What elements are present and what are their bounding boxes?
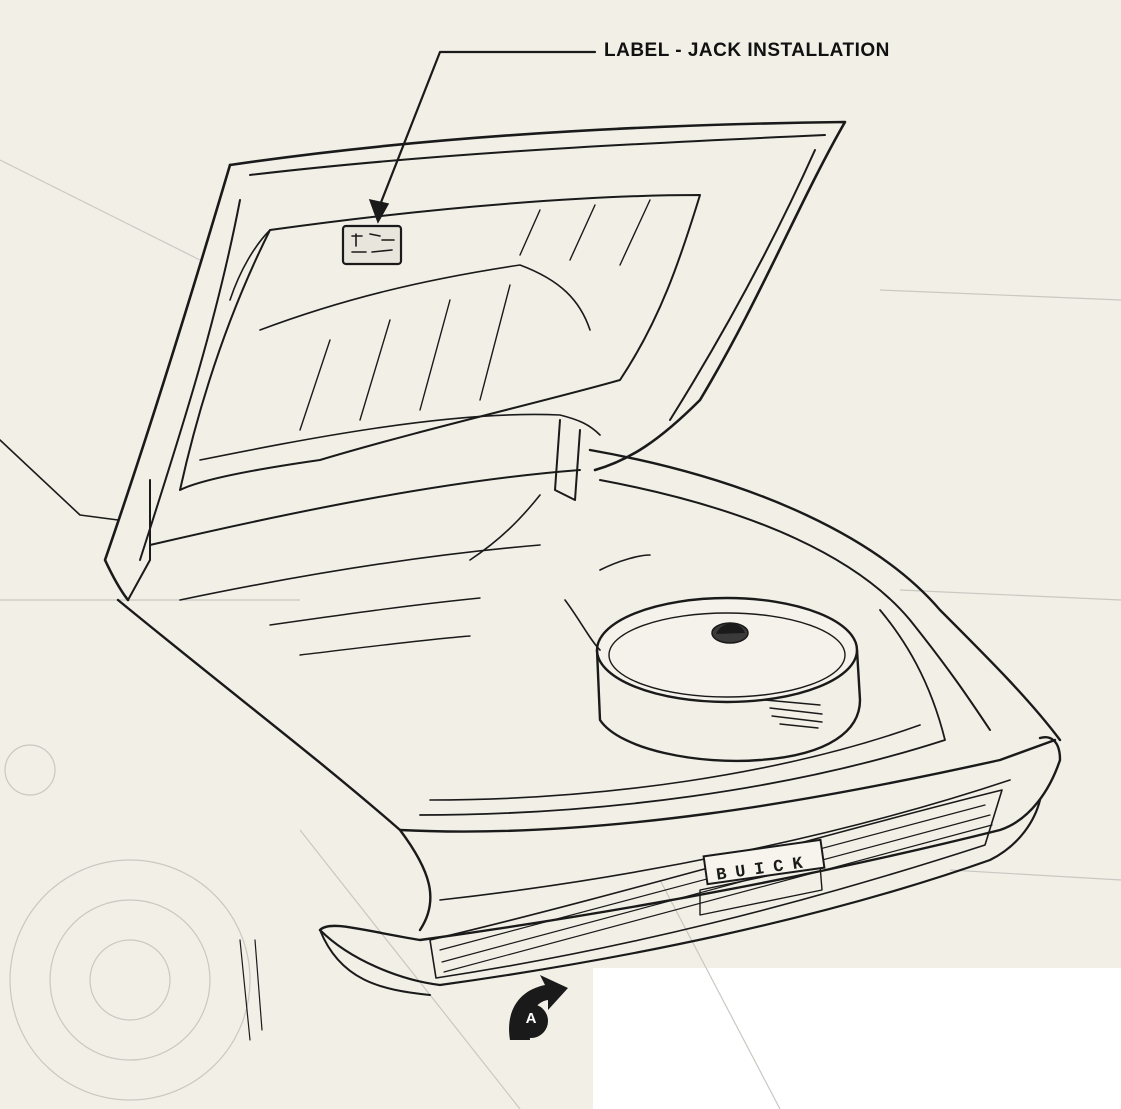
jack-label [341, 224, 403, 266]
trunk-lid [103, 120, 847, 602]
spare-tire [564, 554, 862, 763]
view-letter: A [525, 1010, 537, 1027]
callout-leader [368, 50, 597, 224]
car-body [0, 439, 1062, 1041]
blank-area [593, 968, 1121, 1109]
ghost-linework [0, 159, 1121, 1109]
view-arrow [509, 975, 568, 1040]
callout-label: LABEL - JACK INSTALLATION [604, 40, 890, 61]
